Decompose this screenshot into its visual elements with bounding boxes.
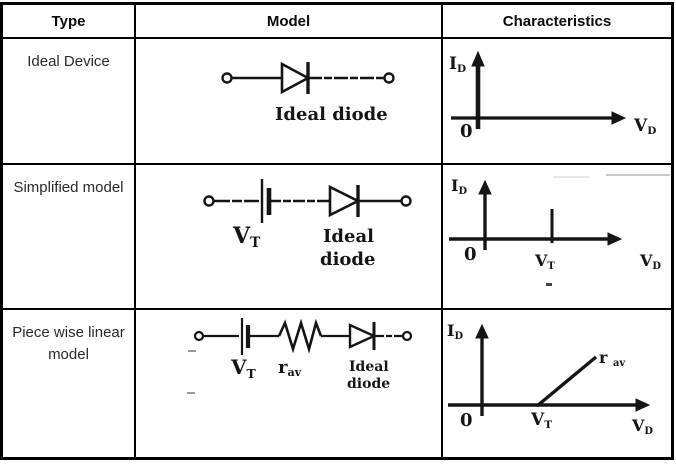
type-label-piecewise-linear: Piece wise linear model: [3, 310, 136, 457]
x-axis-label: VD: [640, 251, 662, 272]
characteristics-cell-piecewise: ID 0 VT r av VD: [443, 310, 671, 457]
linear-rise-segment: [535, 355, 598, 408]
ideal-diode-label-line1: Ideal: [349, 359, 389, 375]
model-cell-ideal-device: Ideal diode: [136, 39, 443, 165]
right-terminal-icon: [383, 72, 395, 84]
battery-symbol-icon: [260, 179, 272, 223]
left-terminal-icon: [203, 195, 215, 207]
characteristics-cell-simplified: ID 0 VT VD: [443, 165, 671, 310]
ideal-diode-label-line2: diode: [347, 376, 391, 392]
threshold-label: VT: [531, 410, 553, 432]
left-terminal-icon: [193, 330, 205, 342]
scan-artifact: [546, 283, 552, 286]
resistor-symbol-icon: [277, 318, 323, 354]
type-label-ideal-device: Ideal Device: [3, 39, 136, 165]
origin-label: 0: [460, 410, 473, 431]
origin-label: 0: [464, 244, 477, 265]
battery-voltage-label: VT: [233, 223, 261, 252]
simplified-curve-svg: [449, 174, 670, 250]
piecewise-curve-svg: [448, 323, 651, 416]
y-axis-label: ID: [451, 176, 468, 197]
simplified-circuit-svg: [203, 179, 412, 223]
diode-symbol-icon: [328, 184, 361, 218]
x-axis: [449, 232, 623, 246]
slope-label: r av: [599, 348, 626, 369]
y-axis-label: ID: [449, 54, 467, 76]
type-label-simplified-model: Simplified model: [3, 165, 136, 310]
origin-label: 0: [460, 121, 473, 142]
x-axis: [448, 398, 651, 412]
diode-symbol-icon: [348, 322, 377, 350]
right-terminal-icon: [401, 330, 413, 342]
battery-symbol-icon: [240, 318, 251, 355]
y-axis-label: ID: [447, 321, 464, 342]
x-axis-label: VD: [632, 416, 654, 437]
left-terminal-icon: [221, 72, 233, 84]
y-axis: [475, 323, 489, 416]
diode-symbol-icon: [280, 61, 311, 95]
piecewise-circuit-svg: [187, 318, 413, 394]
threshold-label: VT: [535, 251, 555, 272]
ideal-diode-circuit-svg: [221, 61, 395, 95]
x-axis-label: VD: [634, 116, 657, 138]
battery-voltage-label: VT: [231, 355, 256, 381]
ideal-diode-label-line1: Ideal: [323, 226, 374, 247]
characteristics-cell-ideal-device: ID 0 VD: [443, 39, 671, 165]
y-axis-and-curve: [471, 50, 485, 129]
ideal-diode-label-line2: diode: [320, 249, 376, 270]
resistor-label: rav: [278, 357, 302, 380]
ideal-diode-curve-svg: [451, 50, 627, 129]
header-cell-model: Model: [136, 5, 443, 39]
model-cell-piecewise: VT rav Ideal diode: [136, 310, 443, 457]
header-cell-characteristics: Characteristics: [443, 5, 671, 39]
right-terminal-icon: [400, 195, 412, 207]
ideal-diode-label: Ideal diode: [275, 104, 388, 125]
header-cell-type: Type: [3, 5, 136, 39]
model-cell-simplified: VT Ideal diode: [136, 165, 443, 310]
